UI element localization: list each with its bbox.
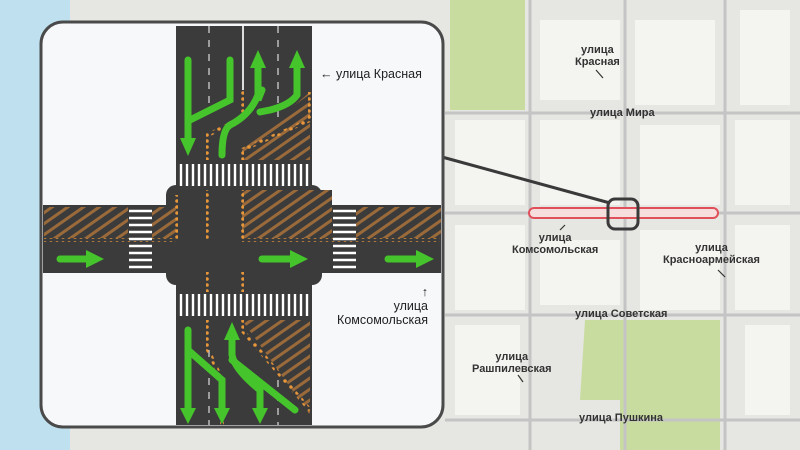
callout-line [441,155,611,205]
street-label-line: Комсомольская [512,244,599,256]
street-label-sovetskaya: улица Советская [575,308,668,320]
park [580,320,720,450]
street-label-line: Рашпилевская [472,363,552,375]
street-label-line: улица [695,242,728,254]
komsomolskaya-highlight [528,207,719,219]
street-label-line: Красная [575,56,620,68]
street-label-krasnaya: улица Красная [575,44,620,68]
street-label-line: улица [495,351,529,363]
inset-label-komsomolskaya: ↑ улица Комсомольская [330,285,428,327]
inset-label-line: улица [393,299,428,313]
street-label-rashpilevskaya: улица Рашпилевская [472,351,552,375]
inset-label-line: Комсомольская [337,313,428,327]
street-label-krasnoarmeyskaya: улица Красноармейская [663,242,760,266]
street-label-line: Красноармейская [663,254,760,266]
intersection-diagram [39,20,445,429]
street-label-line: улица [538,232,572,244]
street-label-line: улица [581,44,614,56]
street-label-pushkina: улица Пушкина [579,412,664,424]
inset-label-krasnaya: ← улица Красная [320,67,422,81]
up-arrow-icon: ↑ [421,285,428,299]
street-label-komsomolskaya: улица Комсомольская [512,232,598,256]
street-label-mira: улица Мира [590,107,655,119]
intersection-marker [606,197,640,231]
